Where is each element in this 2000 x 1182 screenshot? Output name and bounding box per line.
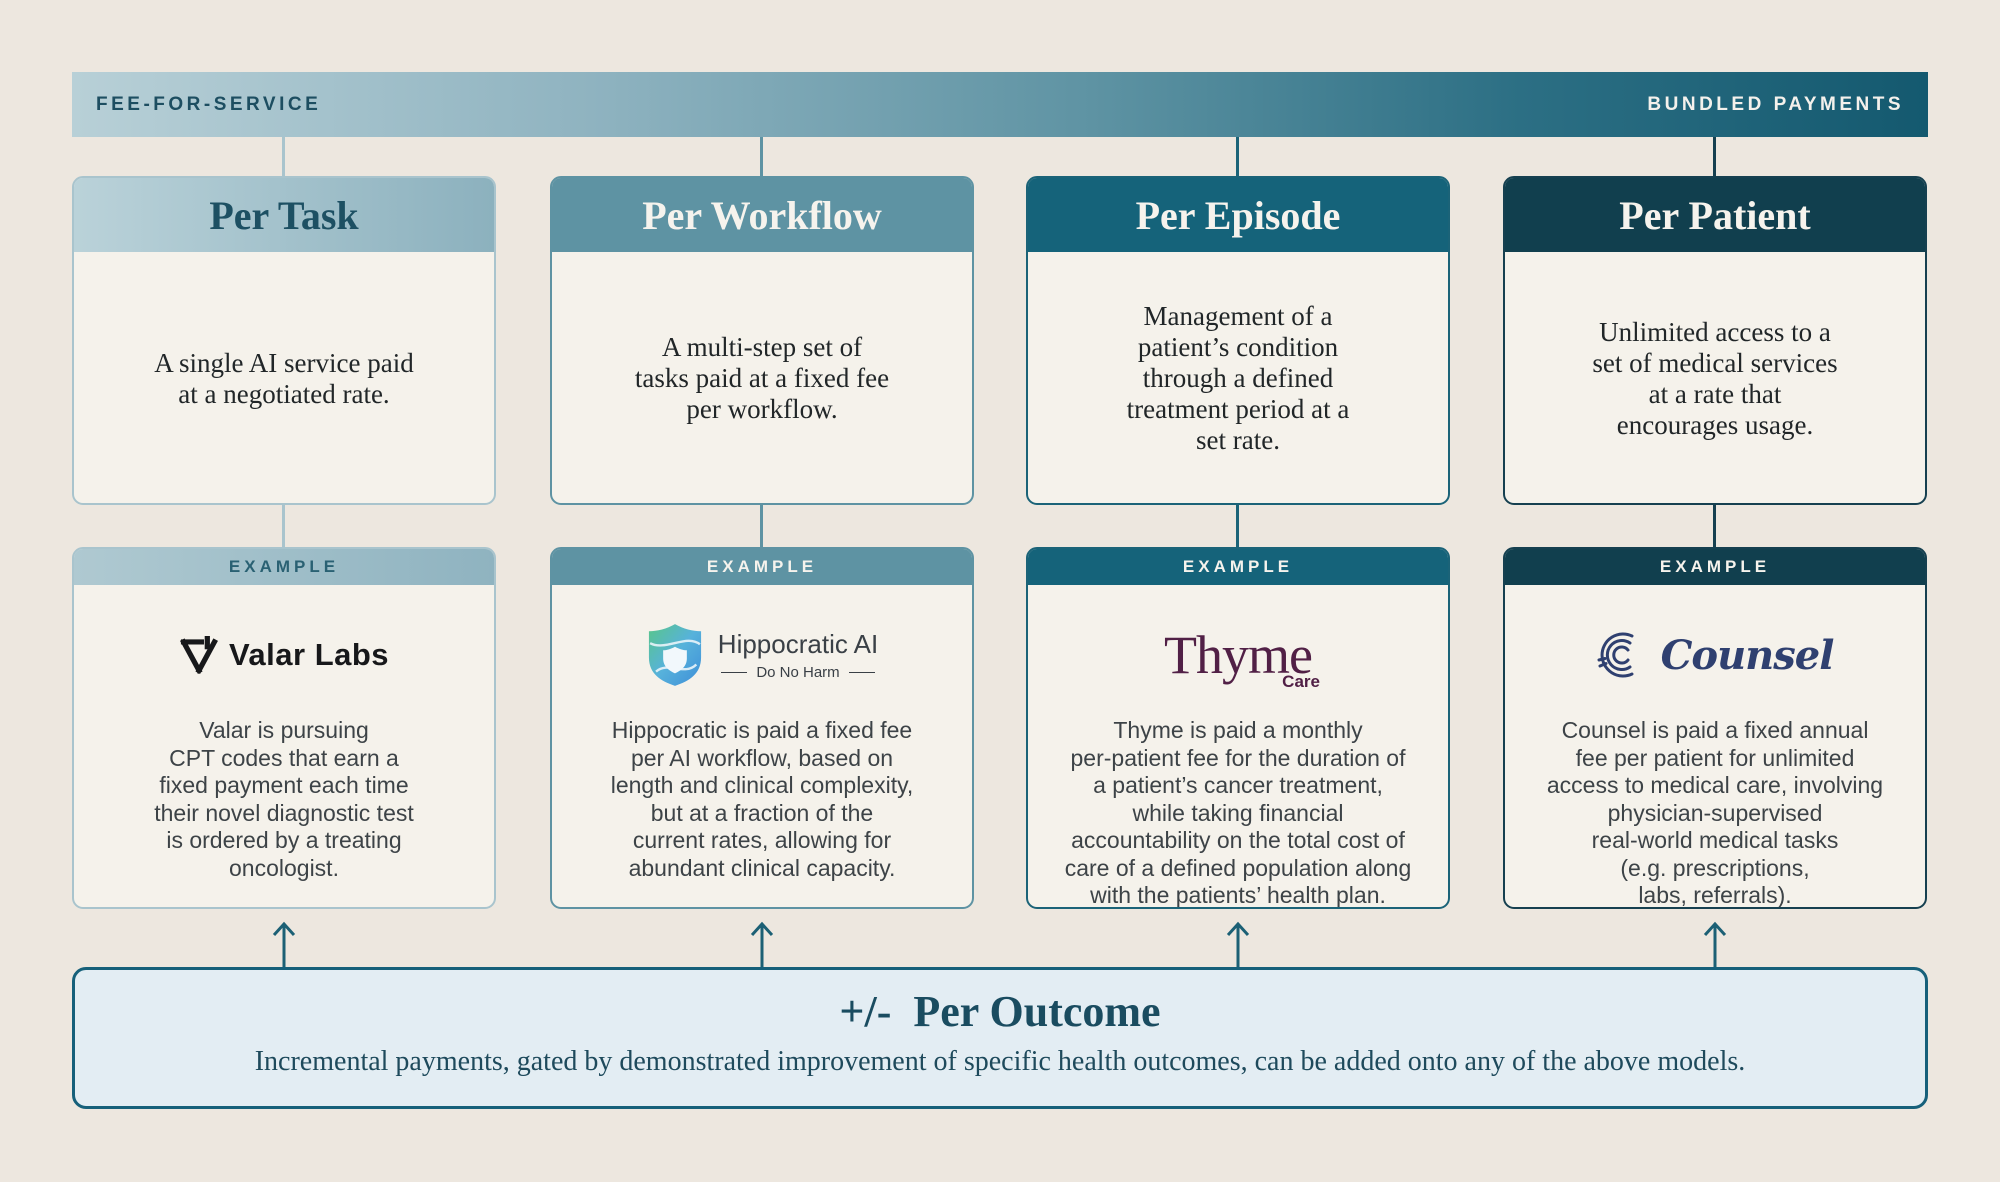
valar-labs-name: Valar Labs (228, 637, 390, 672)
fee-for-service-label: FEE-FOR-SERVICE (96, 93, 322, 115)
column-per-workflow: Per Workflow A multi-step set of tasks p… (550, 0, 974, 1182)
per-workflow-card: Per Workflow A multi-step set of tasks p… (550, 176, 974, 505)
counsel-lockup: Counsel (1597, 629, 1834, 681)
up-arrow-icon (1703, 921, 1727, 967)
per-patient-title: Per Patient (1505, 178, 1925, 252)
counsel-fingerprint-icon (1597, 632, 1634, 678)
valar-mark-icon (179, 636, 218, 674)
example-body: Hippocratic AI Do No Harm Hippocratic is… (552, 585, 972, 882)
thyme-care-sub: Care (1282, 672, 1320, 691)
hippocratic-example-text: Hippocratic is paid a fixed fee per AI w… (610, 717, 914, 881)
tagline-text: Do No Harm (756, 664, 840, 681)
per-task-card: Per Task A single AI service paid at a n… (72, 176, 496, 505)
per-task-title: Per Task (74, 178, 494, 252)
per-workflow-body: A multi-step set of tasks paid at a fixe… (552, 252, 972, 503)
per-workflow-title: Per Workflow (552, 178, 972, 252)
connector-line (760, 137, 763, 176)
connector-line (1236, 505, 1239, 547)
hippocratic-ai-logo: Hippocratic AI Do No Harm (646, 609, 878, 701)
example-body: Thyme Care Thyme is paid a monthly per-p… (1028, 585, 1448, 908)
connector-line (282, 505, 285, 547)
column-per-episode: Per Episode Management of a patient’s co… (1026, 0, 1450, 1182)
counsel-logo: Counsel (1597, 609, 1834, 701)
column-per-task: Per Task A single AI service paid at a n… (72, 0, 496, 1182)
example-header: EXAMPLE (552, 549, 972, 585)
thyme-care-logo: Thyme Care (1164, 609, 1320, 701)
hippocratic-text: Hippocratic AI Do No Harm (718, 629, 878, 681)
valar-labs-lockup: Valar Labs (179, 636, 389, 674)
connector-line (1236, 137, 1239, 176)
per-episode-example-card: EXAMPLE Thyme Care Thyme is paid a month… (1026, 547, 1450, 909)
hippocratic-name: Hippocratic AI (717, 629, 879, 659)
connector-line (1713, 137, 1716, 176)
per-episode-title: Per Episode (1028, 178, 1448, 252)
per-patient-description: Unlimited access to a set of medical ser… (1592, 316, 1838, 440)
column-per-patient: Per Patient Unlimited access to a set of… (1503, 0, 1927, 1182)
per-episode-description: Management of a patient’s condition thro… (1126, 301, 1350, 455)
per-workflow-description: A multi-step set of tasks paid at a fixe… (634, 332, 890, 424)
valar-example-text: Valar is pursuing CPT codes that earn a … (154, 717, 414, 881)
valar-labs-logo: Valar Labs (179, 609, 389, 701)
per-task-body: A single AI service paid at a negotiated… (74, 252, 494, 503)
per-task-description: A single AI service paid at a negotiated… (154, 347, 414, 409)
connector-line (760, 505, 763, 547)
counsel-name: Counsel (1660, 631, 1835, 679)
per-patient-card: Per Patient Unlimited access to a set of… (1503, 176, 1927, 505)
per-patient-body: Unlimited access to a set of medical ser… (1505, 252, 1925, 503)
thyme-name: Thyme (1164, 625, 1313, 685)
up-arrow-icon (1226, 921, 1250, 967)
per-outcome-title: +/- Per Outcome (839, 987, 1161, 1036)
example-body: Valar Labs Valar is pursuing CPT codes t… (74, 585, 494, 882)
example-body: Counsel Counsel is paid a fixed annual f… (1505, 585, 1925, 908)
tagline-rule (721, 672, 748, 673)
spectrum-bar: FEE-FOR-SERVICE BUNDLED PAYMENTS (72, 72, 1928, 137)
tagline-rule (848, 672, 875, 673)
per-outcome-box: +/- Per Outcome Incremental payments, ga… (72, 967, 1928, 1109)
per-episode-body: Management of a patient’s condition thro… (1028, 252, 1448, 503)
hippocratic-shield-icon (648, 624, 701, 686)
hippocratic-tagline: Do No Harm (721, 664, 875, 681)
counsel-example-text: Counsel is paid a fixed annual fee per p… (1546, 717, 1884, 908)
thyme-example-text: Thyme is paid a monthly per-patient fee … (1064, 717, 1412, 908)
connector-line (1713, 505, 1716, 547)
per-episode-card: Per Episode Management of a patient’s co… (1026, 176, 1450, 505)
example-header: EXAMPLE (1028, 549, 1448, 585)
per-outcome-description: Incremental payments, gated by demonstra… (254, 1046, 1746, 1077)
bundled-payments-label: BUNDLED PAYMENTS (1647, 93, 1904, 115)
thyme-lockup: Thyme Care (1164, 625, 1320, 691)
per-task-example-card: EXAMPLE Valar Labs (72, 547, 496, 909)
up-arrow-icon (750, 921, 774, 967)
example-header: EXAMPLE (74, 549, 494, 585)
example-header: EXAMPLE (1505, 549, 1925, 585)
per-workflow-example-card: EXAMPLE (550, 547, 974, 909)
hippocratic-lockup: Hippocratic AI Do No Harm (646, 623, 878, 687)
up-arrow-icon (272, 921, 296, 967)
connector-line (282, 137, 285, 176)
per-patient-example-card: EXAMPLE Counsel (1503, 547, 1927, 909)
